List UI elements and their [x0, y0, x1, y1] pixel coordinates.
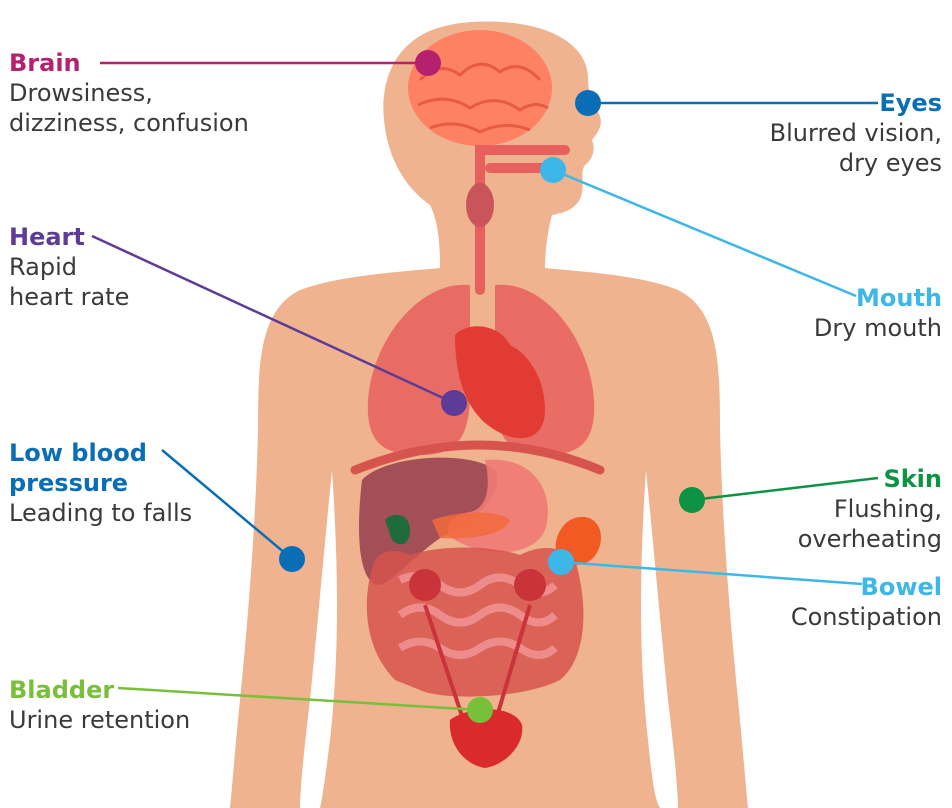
eyes-desc: Blurred vision, dry eyes [770, 118, 942, 178]
bowel-label: Bowel Constipation [791, 572, 942, 632]
mouth-dot [540, 157, 566, 183]
bladder-desc: Urine retention [9, 705, 190, 735]
eyes-dot [575, 90, 601, 116]
low-bp-title: Low blood pressure [9, 438, 192, 498]
skin-desc: Flushing, overheating [798, 494, 942, 554]
bladder-label: Bladder Urine retention [9, 675, 190, 735]
bowel-title: Bowel [791, 572, 942, 602]
low-bp-dot [279, 546, 305, 572]
heart-dot [441, 390, 467, 416]
bowel-dot [548, 549, 574, 575]
skin-label: Skin Flushing, overheating [798, 464, 942, 554]
bladder-dot [467, 697, 493, 723]
skin-title: Skin [798, 464, 942, 494]
mouth-label: Mouth Dry mouth [814, 283, 942, 343]
heart-desc: Rapid heart rate [9, 252, 129, 312]
brain-dot [415, 50, 441, 76]
eyes-title: Eyes [770, 88, 942, 118]
brain-desc: Drowsiness, dizziness, confusion [9, 78, 249, 138]
low-bp-desc: Leading to falls [9, 498, 192, 528]
thyroid [466, 183, 494, 227]
mouth-desc: Dry mouth [814, 313, 942, 343]
brain-organ [408, 30, 552, 146]
bowel-desc: Constipation [791, 602, 942, 632]
low-bp-label: Low blood pressure Leading to falls [9, 438, 192, 528]
mouth-title: Mouth [814, 283, 942, 313]
brain-title: Brain [9, 48, 249, 78]
brain-label: Brain Drowsiness, dizziness, confusion [9, 48, 249, 138]
bladder-title: Bladder [9, 675, 190, 705]
skin-dot [679, 487, 705, 513]
eyes-label: Eyes Blurred vision, dry eyes [770, 88, 942, 178]
heart-label: Heart Rapid heart rate [9, 222, 129, 312]
heart-title: Heart [9, 222, 129, 252]
